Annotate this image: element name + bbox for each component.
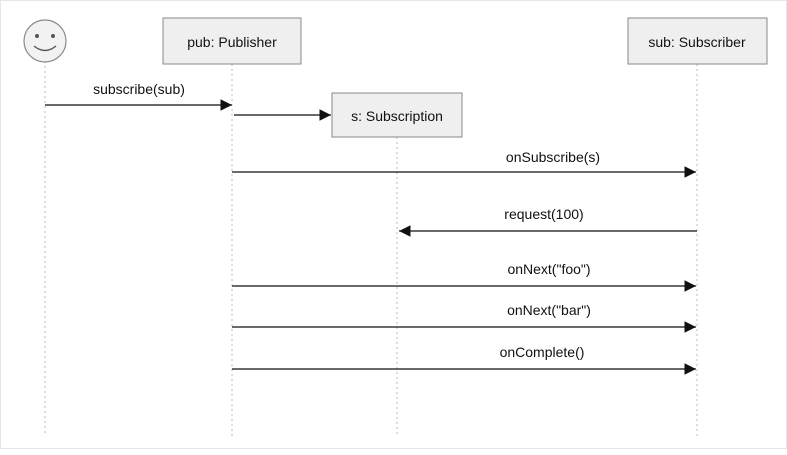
subscriber-box: sub: Subscriber [627, 17, 768, 65]
message-label: onComplete() [500, 344, 585, 360]
subscriber-label: sub: Subscriber [648, 34, 746, 50]
message-label: onNext("bar") [507, 302, 591, 318]
subscription-label: s: Subscription [351, 108, 443, 124]
message-label: onNext("foo") [507, 261, 590, 277]
message-oncomplete: onComplete() [232, 344, 696, 375]
message-request: request(100) [399, 206, 697, 237]
message-onnext-bar: onNext("bar") [232, 302, 696, 333]
subscription-box: s: Subscription [331, 92, 463, 138]
message-subscribe: subscribe(sub) [45, 81, 232, 111]
message-label: onSubscribe(s) [506, 149, 600, 165]
message-label: subscribe(sub) [93, 81, 185, 97]
message-onnext-foo: onNext("foo") [232, 261, 696, 292]
message-label: request(100) [504, 206, 583, 222]
publisher-label: pub: Publisher [187, 34, 277, 50]
smiley-actor-icon [23, 19, 67, 63]
publisher-box: pub: Publisher [162, 17, 302, 65]
message-onsubscribe: onSubscribe(s) [232, 149, 696, 178]
